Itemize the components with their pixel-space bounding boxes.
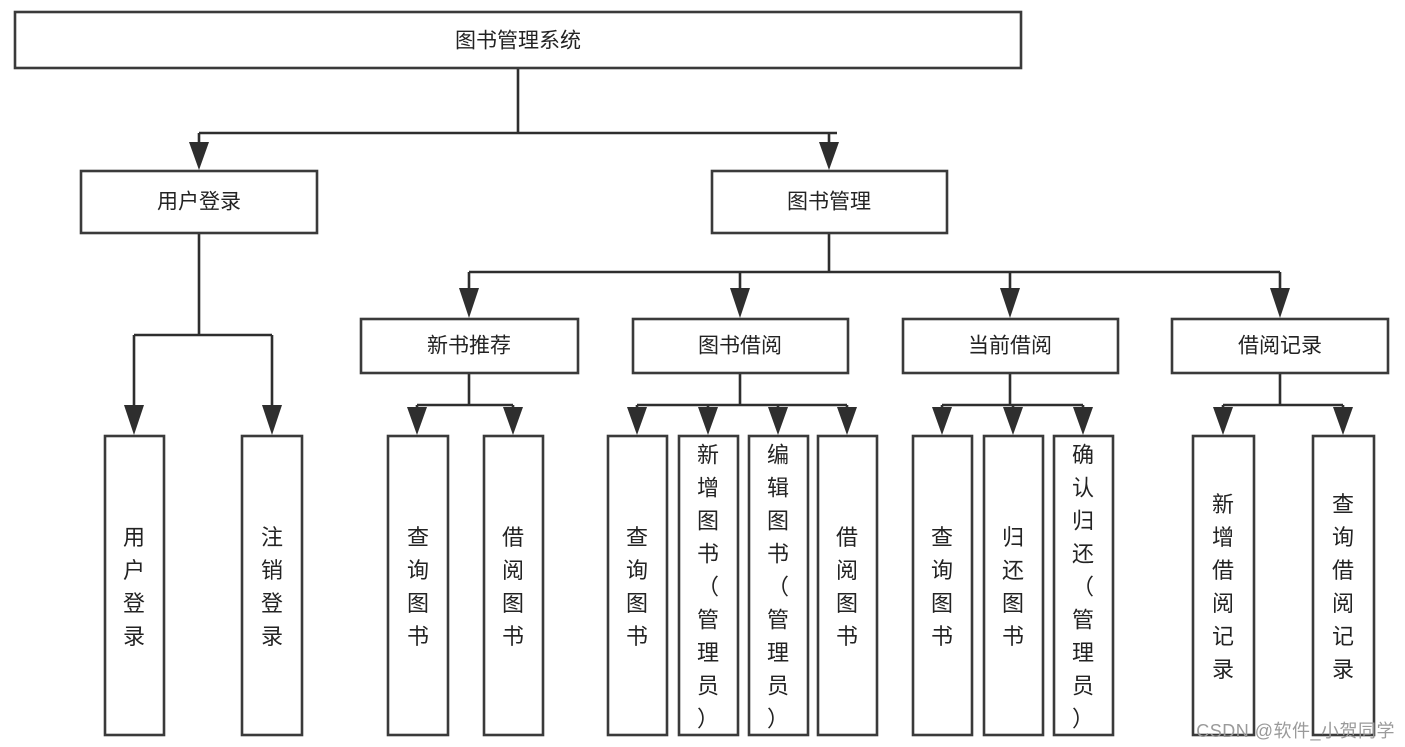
leaf-bookborrow-query-box[interactable] (606, 434, 669, 737)
leaf-newbook-borrow-label: 借阅图书 (502, 525, 524, 649)
arrowhead-new-book (459, 288, 479, 318)
leaf-borrowrecord-add-box[interactable] (1191, 434, 1256, 737)
leaf-borrowrecord-add-label: 新增借阅记录 (1212, 492, 1234, 682)
leaf-currentborrow-confirm-box[interactable] (1052, 434, 1115, 737)
node-book-borrow[interactable]: 图书借阅 (631, 317, 850, 375)
node-current-borrow-label: 当前借阅 (968, 335, 1052, 358)
leaf-currentborrow-query-box[interactable] (911, 434, 974, 737)
leaf-bookborrow-query-label: 查询图书 (626, 525, 648, 649)
leaf-node-borrowrecord-add[interactable]: 新增借阅记录 (1191, 434, 1256, 737)
node-root[interactable]: 图书管理系统 (13, 10, 1023, 70)
arrowhead-current-borrow (1000, 288, 1020, 318)
arrowhead-book-mgmt (819, 142, 839, 170)
node-new-book-recommend[interactable]: 新书推荐 (359, 317, 580, 375)
node-user-login-label: 用户登录 (157, 191, 241, 214)
leaf-node-newbook-query[interactable]: 查询图书 (386, 434, 450, 737)
node-user-login[interactable]: 用户登录 (79, 169, 319, 235)
leaf-node-logout[interactable]: 注销登录 (240, 434, 304, 737)
node-new-book-recommend-label: 新书推荐 (427, 335, 511, 358)
arrowhead-bookborrow-leaf-4 (837, 407, 857, 435)
connector-layer (124, 68, 1353, 435)
node-borrow-record-box[interactable] (1170, 317, 1390, 375)
node-book-borrow-box[interactable] (631, 317, 850, 375)
leaf-currentborrow-confirm-label: 确认归还（管理员） (1072, 443, 1094, 732)
node-root-label: 图书管理系统 (455, 30, 581, 53)
node-root-box[interactable] (13, 10, 1023, 70)
leaf-user-login-label: 用户登录 (123, 525, 145, 649)
leaf-bookborrow-borrow-label: 借阅图书 (836, 525, 858, 649)
leaf-node-bookborrow-add[interactable]: 新增图书（管理员） (677, 434, 740, 737)
arrowhead-currentborrow-leaf-3 (1073, 407, 1093, 435)
leaf-logout-box[interactable] (240, 434, 304, 737)
leaf-newbook-borrow-box[interactable] (482, 434, 545, 737)
node-user-login-box[interactable] (79, 169, 319, 235)
leaf-currentborrow-return-label: 归还图书 (1002, 525, 1024, 649)
leaf-borrowrecord-query-label: 查询借阅记录 (1332, 492, 1354, 682)
leaf-node-currentborrow-confirm[interactable]: 确认归还（管理员） (1052, 434, 1115, 737)
leaf-bookborrow-add-box[interactable] (677, 434, 740, 737)
node-borrow-record[interactable]: 借阅记录 (1170, 317, 1390, 375)
leaf-currentborrow-return-box[interactable] (982, 434, 1045, 737)
leaf-node-newbook-borrow[interactable]: 借阅图书 (482, 434, 545, 737)
arrowhead-currentborrow-leaf-2 (1003, 407, 1023, 435)
leaf-node-bookborrow-edit[interactable]: 编辑图书（管理员） (747, 434, 810, 737)
arrowhead-borrowrecord-leaf-2 (1333, 407, 1353, 435)
leaf-node-currentborrow-return[interactable]: 归还图书 (982, 434, 1045, 737)
node-book-management-box[interactable] (710, 169, 949, 235)
arrowhead-currentborrow-leaf-1 (932, 407, 952, 435)
leaf-node-borrowrecord-query[interactable]: 查询借阅记录 (1311, 434, 1376, 737)
leaf-bookborrow-edit-label: 编辑图书（管理员） (767, 443, 789, 732)
arrowhead-newbook-leaf-1 (407, 407, 427, 435)
leaf-bookborrow-add-label: 新增图书（管理员） (697, 443, 719, 732)
leaf-newbook-query-label: 查询图书 (407, 525, 429, 649)
arrowhead-user-login (189, 142, 209, 170)
leaf-newbook-query-box[interactable] (386, 434, 450, 737)
node-book-management-label: 图书管理 (787, 191, 871, 214)
node-current-borrow[interactable]: 当前借阅 (901, 317, 1120, 375)
arrowhead-borrow-record (1270, 288, 1290, 318)
node-new-book-recommend-box[interactable] (359, 317, 580, 375)
leaf-bookborrow-edit-box[interactable] (747, 434, 810, 737)
arrowhead-borrowrecord-leaf-1 (1213, 407, 1233, 435)
leaf-user-login-box[interactable] (103, 434, 166, 737)
leaf-node-bookborrow-borrow[interactable]: 借阅图书 (816, 434, 879, 737)
node-book-borrow-label: 图书借阅 (698, 335, 782, 358)
arrowhead-bookborrow-leaf-2 (698, 407, 718, 435)
arrowhead-leaf-user-login (124, 405, 144, 435)
leaf-currentborrow-query-label: 查询图书 (931, 525, 953, 649)
node-borrow-record-label: 借阅记录 (1238, 335, 1322, 358)
leaf-node-bookborrow-query[interactable]: 查询图书 (606, 434, 669, 737)
node-current-borrow-box[interactable] (901, 317, 1120, 375)
arrowhead-bookborrow-leaf-1 (627, 407, 647, 435)
arrowhead-bookborrow-leaf-3 (768, 407, 788, 435)
leaf-borrowrecord-query-box[interactable] (1311, 434, 1376, 737)
leaf-logout-label: 注销登录 (261, 525, 283, 649)
leaf-bookborrow-borrow-box[interactable] (816, 434, 879, 737)
leaf-node-currentborrow-query[interactable]: 查询图书 (911, 434, 974, 737)
node-book-management[interactable]: 图书管理 (710, 169, 949, 235)
leaf-node-user-login[interactable]: 用户登录 (103, 434, 166, 737)
arrowhead-leaf-logout (262, 405, 282, 435)
arrowhead-newbook-leaf-2 (503, 407, 523, 435)
arrowhead-book-borrow (730, 288, 750, 318)
